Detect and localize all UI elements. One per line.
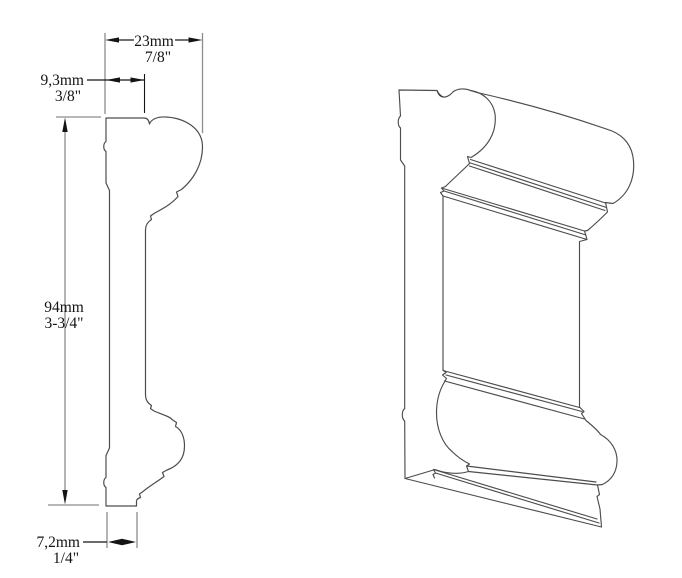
arrowhead-right-icon bbox=[130, 77, 145, 83]
dim-top-flat: 9,3mm 3/8" bbox=[41, 72, 146, 113]
perspective-silhouette bbox=[397, 88, 635, 528]
band-c-line bbox=[445, 374, 583, 413]
band-e-line bbox=[434, 472, 600, 524]
dim-height: 94mm 3-3/4" bbox=[44, 116, 101, 506]
arrowhead-left-icon bbox=[106, 77, 120, 83]
dim-width-metric: 23mm bbox=[134, 33, 174, 50]
face-top-bead bbox=[466, 89, 496, 165]
band-e-line bbox=[432, 468, 598, 520]
dim-bottom-flat-metric: 7,2mm bbox=[37, 534, 81, 551]
profile-outline bbox=[103, 116, 204, 507]
band-a-line bbox=[468, 165, 606, 212]
face-lower-jog bbox=[441, 369, 448, 383]
arrowhead-right-icon bbox=[188, 37, 203, 43]
bottom-bead-silhouette bbox=[465, 465, 597, 483]
face-lower-cove bbox=[435, 381, 471, 473]
bottom-bead-silhouette bbox=[467, 470, 599, 486]
dim-total-width: 23mm 7/8" bbox=[104, 33, 204, 133]
profile-cross-section-view: 23mm 7/8" 9,3mm 3/8" 94mm 3-3/4" bbox=[37, 33, 204, 567]
face-bottom-edge bbox=[404, 469, 435, 480]
band-b-line bbox=[442, 195, 588, 241]
band-a-line bbox=[469, 162, 608, 209]
dim-bottom-flat-imperial: 1/4" bbox=[53, 550, 79, 567]
band-b-line bbox=[443, 190, 587, 236]
band-b-line bbox=[440, 187, 586, 232]
dim-top-flat-imperial: 3/8" bbox=[55, 88, 81, 105]
dim-top-flat-metric: 9,3mm bbox=[41, 72, 85, 89]
dim-bottom-flat: 7,2mm 1/4" bbox=[37, 512, 138, 567]
arrowhead-up-icon bbox=[62, 117, 68, 132]
dim-width-imperial: 7/8" bbox=[145, 49, 171, 66]
perspective-view bbox=[397, 88, 635, 528]
dim-height-metric: 94mm bbox=[44, 299, 84, 316]
band-a-line bbox=[469, 158, 607, 204]
top-fillet-crescent bbox=[437, 90, 445, 98]
arrowhead-diamond-icon bbox=[108, 538, 136, 546]
arrowhead-left-icon bbox=[105, 37, 119, 43]
band-c-line bbox=[442, 369, 581, 409]
band-c-line bbox=[443, 380, 586, 420]
face-upper-cove bbox=[439, 162, 471, 200]
arrowhead-down-icon bbox=[62, 490, 68, 505]
dim-height-imperial: 3-3/4" bbox=[44, 315, 83, 332]
